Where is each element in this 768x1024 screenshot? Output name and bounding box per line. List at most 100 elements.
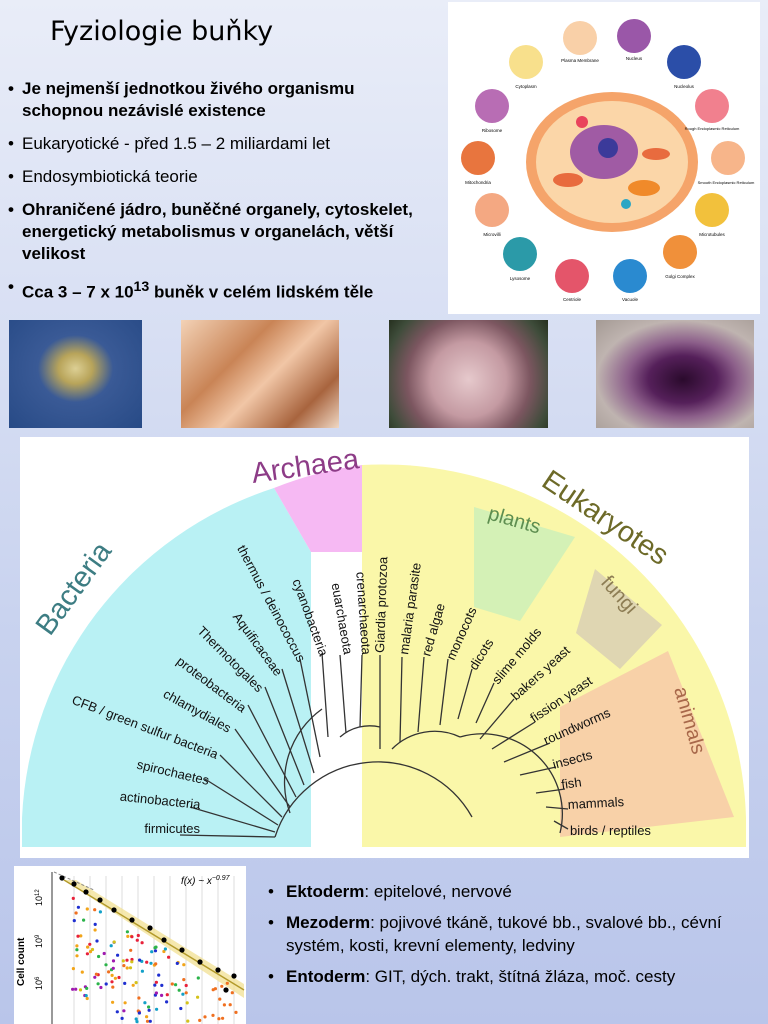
scatter-point [154, 991, 158, 995]
scatter-point [184, 983, 188, 988]
scatter-point [165, 993, 169, 997]
scatter-point [135, 938, 139, 942]
scatter-point [136, 933, 140, 938]
scatter-point [130, 960, 134, 964]
scatter-point [76, 934, 80, 938]
scatter-point [122, 1009, 126, 1013]
cell-count-prefix: Cca 3 – 7 x 10 [22, 282, 134, 302]
fit-line-extension [53, 871, 95, 891]
photo-cell-section [596, 320, 754, 428]
scatter-point [111, 959, 116, 963]
scatter-point [104, 963, 108, 967]
germ-term-entoderm: Entoderm [286, 967, 366, 986]
scatter-point [134, 981, 138, 985]
archaea-sector [274, 465, 362, 552]
scatter-point [85, 907, 89, 911]
tree-branches [179, 652, 569, 838]
scatter-point [74, 987, 78, 991]
scatter-point [75, 948, 79, 952]
bullet-3: Endosymbiotická teorie [8, 166, 438, 188]
scatter-point [185, 1001, 189, 1005]
scatter-point [155, 1007, 159, 1011]
photo-neuron [9, 320, 142, 428]
fit-line [63, 879, 245, 991]
ytick-1e12-base: 10 [34, 896, 44, 906]
photo-cell-surface [389, 320, 548, 428]
scatter-point [225, 981, 229, 985]
ytick-1e6-exp: 6 [35, 976, 41, 980]
scatter-point-max [147, 925, 153, 931]
archaea-leaf-labels: euarchaeota crenarchaeota [328, 571, 374, 656]
scatter-point [84, 994, 88, 998]
scatter-point [85, 986, 89, 990]
scatter-point [167, 955, 171, 959]
scatter-point-max [231, 973, 237, 979]
fit-band [64, 880, 244, 998]
scatter-point [88, 950, 93, 954]
leaf-birds-reptiles: birds / reptiles [570, 823, 651, 838]
scatter-point [95, 939, 99, 943]
scatter-point [213, 987, 217, 991]
scatter-point-max [161, 937, 167, 943]
scatter-point [174, 983, 178, 987]
scatter-point [163, 947, 167, 951]
scatter-point [186, 1019, 190, 1023]
cell-lysosome-shape [621, 199, 631, 209]
cell-label-golgi: Golgi Complex [665, 274, 695, 279]
scatter-point [111, 966, 115, 970]
scatter-point [116, 953, 120, 957]
cell-label-centriole: Centriole [563, 297, 582, 302]
scatter-point [93, 922, 97, 926]
scatter-point [71, 987, 75, 991]
cell-label-microvilli: Microvilli [483, 232, 500, 237]
scatter-point [153, 983, 157, 987]
animals-sector [560, 651, 734, 837]
scatter-point [230, 991, 234, 995]
scatter-point [228, 1003, 232, 1007]
cell-label-smooth-er: Smooth Endoplasmic Reticulum [698, 180, 755, 185]
scatter-point [76, 905, 80, 909]
scatter-point [125, 966, 129, 970]
bullet-2: Eukaryotické - před 1.5 – 2 miliardami l… [8, 133, 438, 155]
cell-count-svg: f(x) ~ x−0.97 Cell count 1012 109 106 [16, 871, 245, 1024]
scatter-point-max [215, 967, 221, 973]
scatter-point [74, 911, 78, 915]
cell-count-exponent: 13 [133, 279, 150, 295]
bullet-cell-count: Cca 3 – 7 x 1013 buněk v celém lidském t… [8, 276, 438, 304]
scatter-point [97, 954, 101, 959]
scatter-point [234, 1010, 238, 1014]
cell-label-rough-er: Rough Endoplasmic Reticulum [685, 126, 740, 131]
phylogenetic-tree: Bacteria Archaea Eukaryotes plants fungi… [20, 437, 749, 858]
scatter-point [94, 972, 98, 976]
scatter-point [148, 1019, 152, 1023]
scatter-point-max [111, 907, 117, 913]
scatter-point [140, 969, 144, 973]
scatter-point [170, 982, 174, 986]
scatter-point [113, 976, 117, 980]
scatter-point [128, 966, 133, 970]
scatter-point-max [83, 889, 89, 895]
cell-label-lysosome: Lysosome [510, 276, 531, 281]
scatter-point [102, 951, 106, 956]
plot-formula-exponent: −0.97 [212, 875, 231, 882]
scatter-point [143, 1001, 147, 1005]
plot-ylabel: Cell count [16, 937, 27, 986]
scatter-point [153, 949, 158, 953]
scatter-point [80, 970, 84, 974]
bacteria-sector [22, 488, 311, 847]
bullet-4: Ohraničené jádro, buněčné organely, cyto… [8, 199, 438, 265]
germ-layer-ektoderm: Ektoderm: epitelové, nervové [268, 880, 763, 903]
ytick-1e12: 1012 [34, 889, 44, 906]
scatter-point [217, 1017, 221, 1021]
scatter-point [122, 964, 126, 968]
scatter-point [182, 963, 186, 967]
scatter-points [59, 875, 238, 1024]
photo-epithelial-cells [181, 320, 339, 428]
cell-label-mitochondria: Mitochondria [465, 180, 491, 185]
scatter-point [198, 1018, 202, 1022]
scatter-point [137, 996, 141, 1000]
scatter-point [203, 1015, 207, 1019]
leaf-euarchaeota: euarchaeota [328, 582, 355, 657]
scatter-point [222, 1003, 226, 1007]
germ-layer-mezoderm: Mezoderm: pojivové tkáně, tukové bb., sv… [268, 911, 763, 957]
